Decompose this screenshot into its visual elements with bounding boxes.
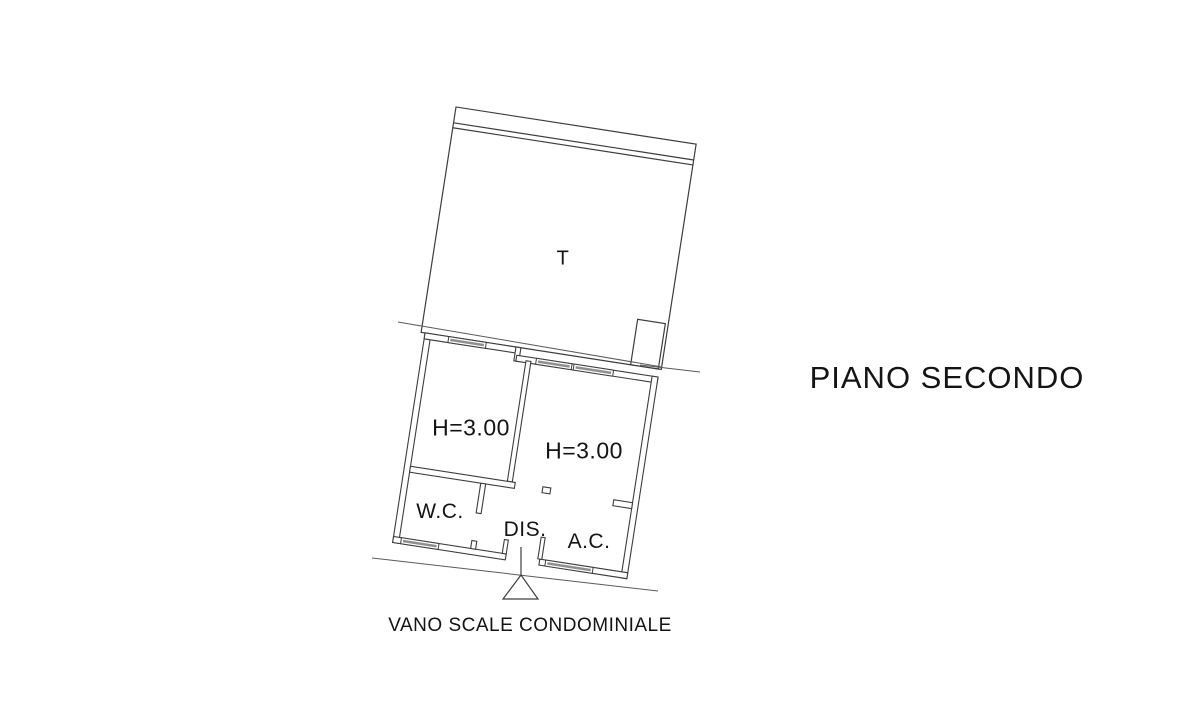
- wall-mid-rooms: [506, 360, 532, 483]
- room-label-ac: A.C.: [567, 530, 611, 553]
- shaft-pillar: [629, 318, 667, 370]
- wall-ac-stub: [612, 499, 634, 510]
- entrance-jamb-left: [501, 538, 509, 555]
- parapet-line: [453, 122, 694, 161]
- entrance-jamb-right: [537, 536, 546, 561]
- terrace-outline: [420, 106, 697, 371]
- wall-wc-right: [475, 482, 487, 515]
- parapet-line: [452, 127, 694, 166]
- room-label-right-height: H=3.00: [545, 437, 623, 464]
- wall-right-exterior: [620, 375, 659, 580]
- page-title: PIANO SECONDO: [809, 360, 1085, 395]
- section-cut-lines: [371, 321, 701, 592]
- wall-leftroom-bottom-stub: [541, 486, 552, 495]
- wall-leftroom-bottom: [408, 465, 516, 490]
- entrance-arrow-icon: [501, 547, 540, 600]
- room-label-wc: W.C.: [416, 500, 464, 523]
- windows: [399, 336, 615, 574]
- wall-wc-right-jamb: [470, 539, 478, 550]
- stairwell-caption: VANO SCALE CONDOMINIALE: [388, 615, 672, 636]
- room-label-dis: DIS.: [503, 518, 547, 541]
- room-label-terrace: T: [556, 247, 570, 270]
- room-label-left-height: H=3.00: [432, 414, 510, 441]
